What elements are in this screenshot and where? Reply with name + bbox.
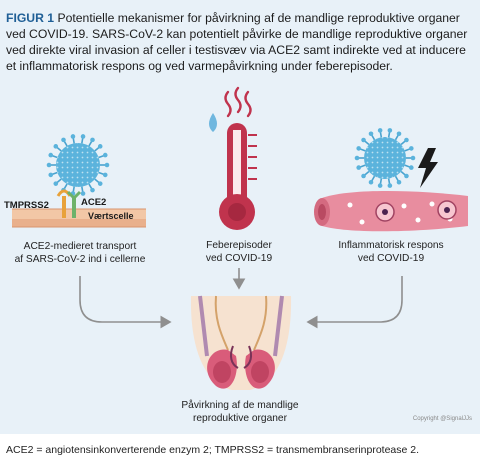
host-cell-membrane	[12, 208, 146, 228]
figure-label: FIGUR 1	[6, 11, 55, 25]
figure-caption-text: Potentielle mekanismer for påvirkning af…	[6, 11, 468, 73]
center-panel-label-line2: ved COVID-19	[205, 253, 273, 264]
thermometer-icon	[219, 123, 257, 230]
host-cell-label: Værtscelle	[88, 211, 134, 221]
figure-footnote: ACE2 = angiotensinkonverterende enzym 2;…	[6, 444, 420, 456]
copyright-notice: Copyright @SignalJJs	[412, 416, 472, 422]
right-virus-icon	[354, 128, 416, 188]
center-panel-label-line1: Feberepisoder	[206, 240, 272, 251]
lightning-icon	[418, 148, 438, 188]
tmprss2-label: TMPRSS2	[4, 200, 49, 211]
center-panel-label: Feberepisoder ved COVID-19	[180, 239, 298, 265]
reproductive-organ-icon	[190, 295, 292, 390]
blood-vessel-icon	[314, 191, 468, 232]
sweat-drop-icon	[209, 113, 217, 132]
bottom-panel-label-line2: reproduktive organer	[192, 413, 287, 424]
bottom-panel-label-line1: Påvirkning af de mandlige	[181, 400, 299, 411]
figure-caption: FIGUR 1 Potentielle mekanismer for påvir…	[6, 10, 474, 74]
right-panel-label-line1: Inflammatorisk respons	[338, 240, 444, 251]
left-panel-label-line2: af SARS-CoV-2 ind i cellerne	[14, 254, 146, 265]
heat-waves-icon	[224, 86, 252, 118]
ace2-receptor-icon	[66, 190, 82, 218]
bottom-panel-label: Påvirkning af de mandlige reproduktive o…	[162, 399, 318, 425]
right-panel-label-line2: ved COVID-19	[357, 253, 425, 264]
left-panel-label: ACE2-medieret transport af SARS-CoV-2 in…	[6, 240, 154, 266]
arrow-left-to-center	[79, 276, 172, 329]
right-panel-label: Inflammatorisk respons ved COVID-19	[322, 239, 460, 265]
diagram-canvas	[12, 86, 468, 390]
left-virus-icon	[46, 134, 110, 196]
arrow-right-to-center	[306, 276, 403, 329]
left-panel-label-line1: ACE2-medieret transport	[23, 241, 137, 252]
ace2-label: ACE2	[81, 197, 107, 208]
